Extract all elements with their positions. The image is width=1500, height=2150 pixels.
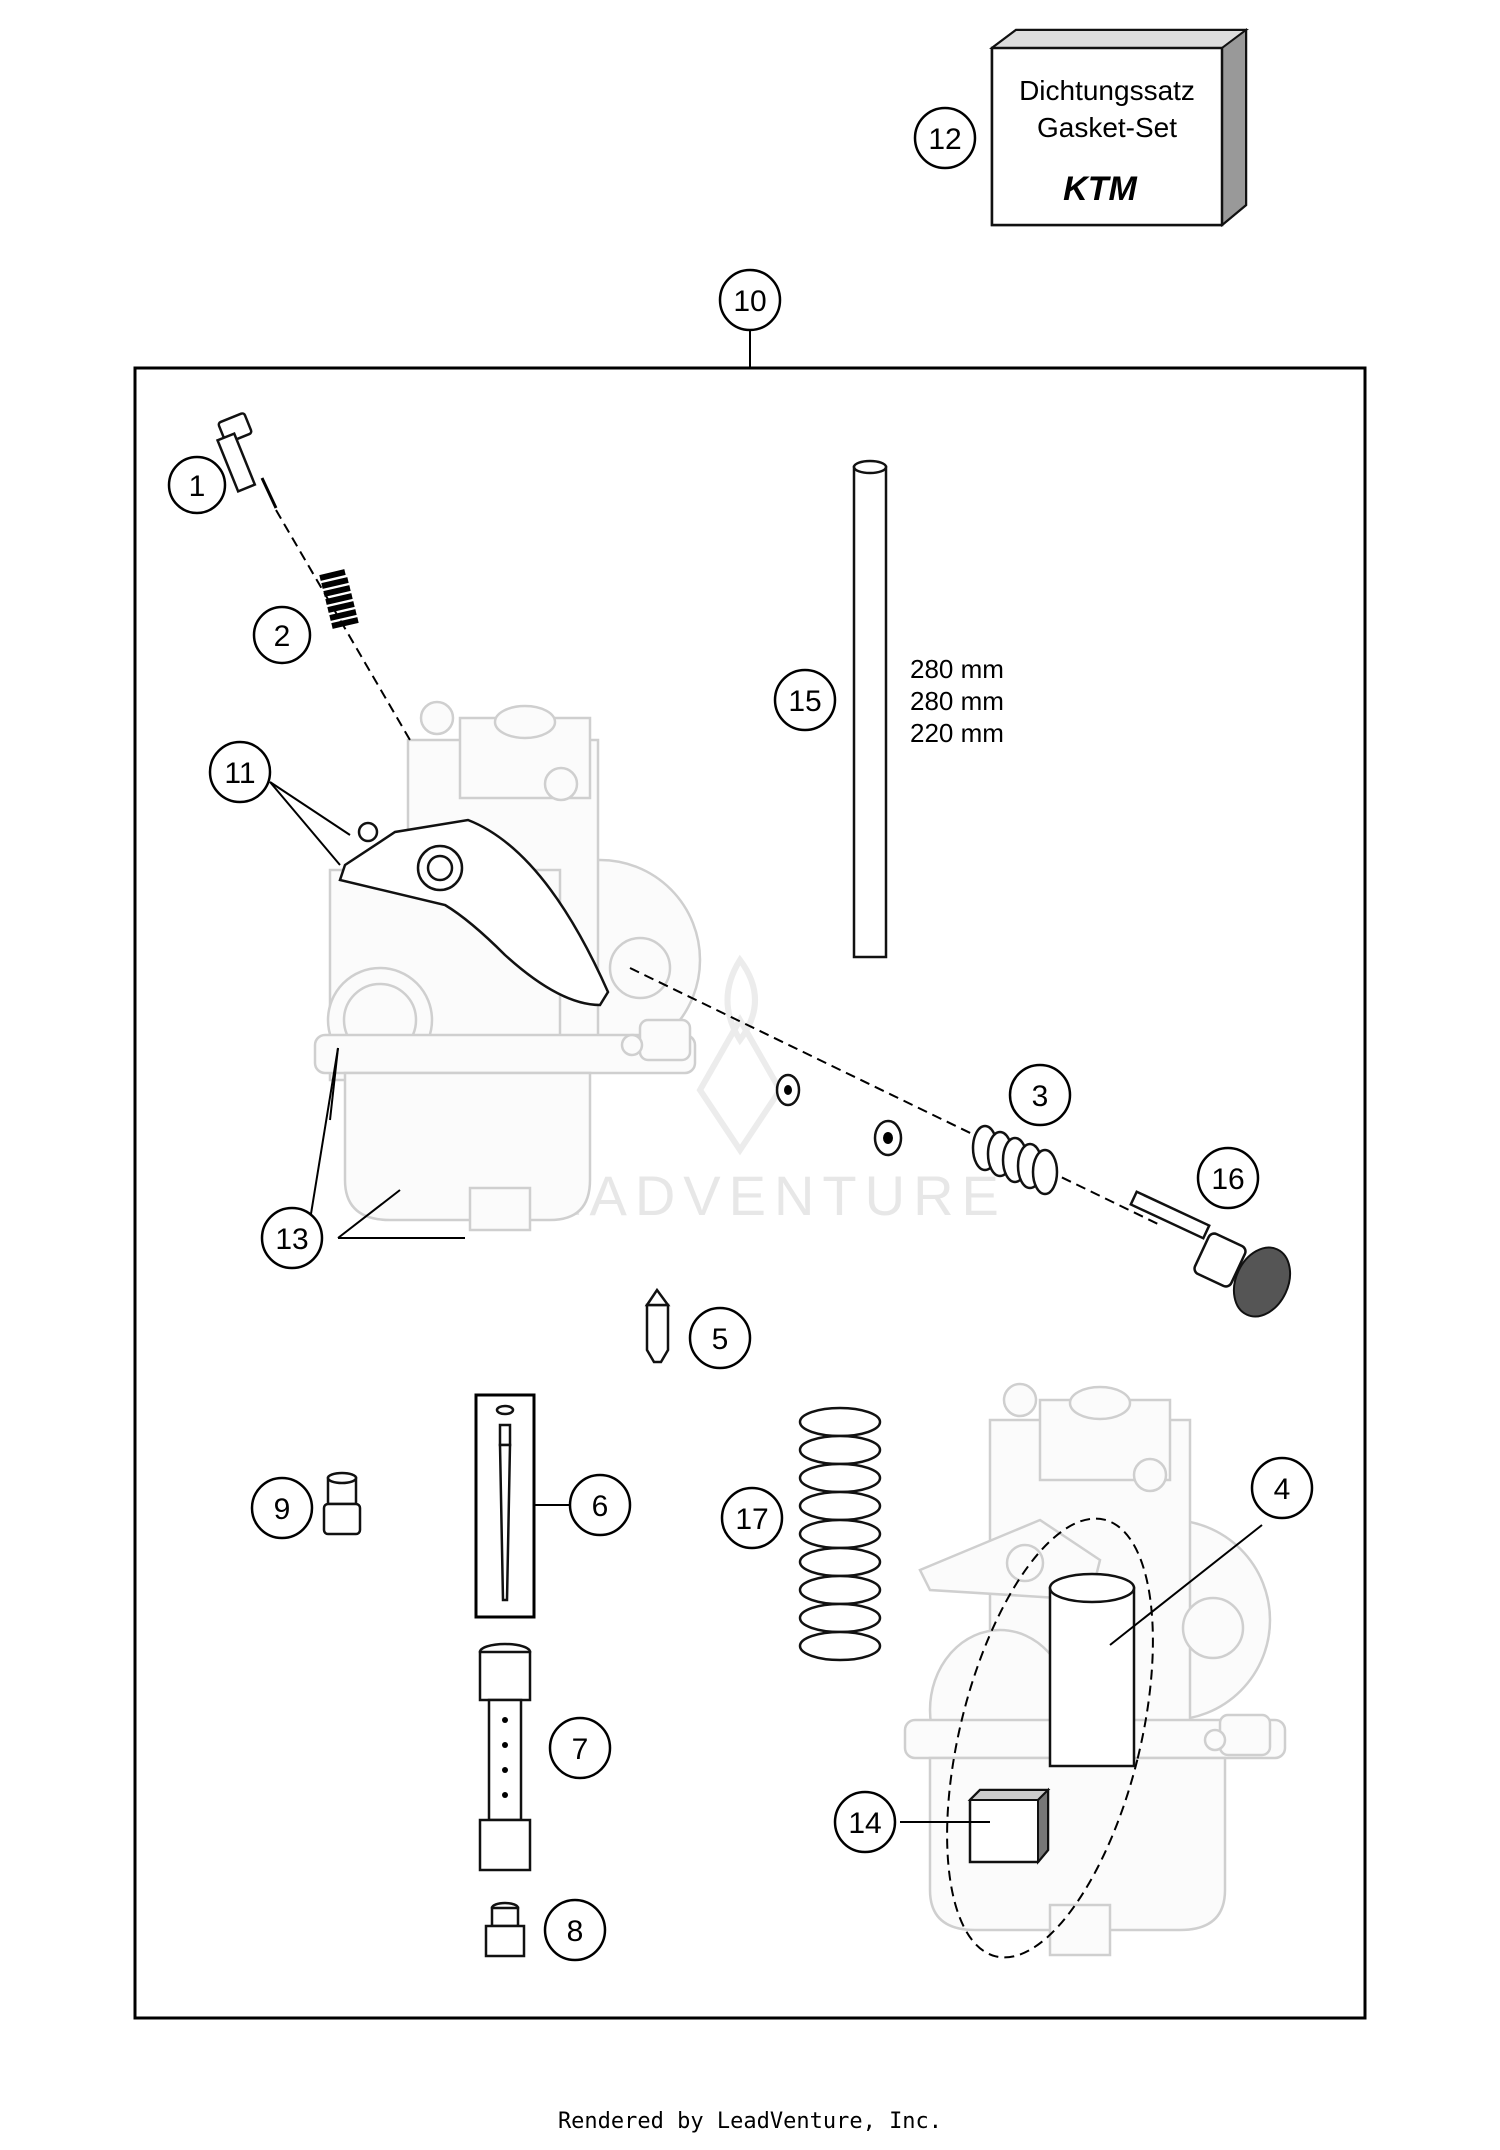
throttle-lever — [338, 818, 610, 1007]
callout-1: 1 — [167, 455, 227, 515]
idle-screw — [215, 412, 278, 509]
washer-1 — [775, 1073, 801, 1107]
callout-14: 14 — [833, 1790, 897, 1854]
callout-2: 2 — [252, 605, 312, 665]
gasket-set-label-en: Gasket-Set — [1037, 112, 1177, 143]
float-needle — [644, 1287, 671, 1364]
ktm-logo: KTM — [1063, 170, 1137, 208]
axis-line-1 — [275, 509, 411, 741]
callout-16: 16 — [1196, 1146, 1260, 1210]
hose-length-1: 280 mm — [910, 654, 1004, 684]
jet-needle-kit — [474, 1393, 536, 1619]
svg-text:13: 13 — [275, 1223, 308, 1256]
svg-text:11: 11 — [224, 757, 255, 790]
leader-11a — [269, 781, 351, 836]
hose-length-2: 280 mm — [910, 686, 1004, 716]
footer-credit: Rendered by LeadVenture, Inc. — [558, 2109, 942, 2134]
main-jet — [484, 1901, 526, 1958]
leader-4 — [1109, 1524, 1263, 1646]
slide-assembly-outline — [946, 1517, 1154, 1959]
callout-3: 3 — [1008, 1063, 1072, 1127]
hose-length-3: 220 mm — [910, 718, 1004, 748]
needle-jet — [478, 1642, 532, 1872]
callout-7: 7 — [548, 1716, 612, 1780]
idle-screw-spring — [319, 569, 359, 629]
leader-13d — [337, 1189, 401, 1239]
svg-text:14: 14 — [848, 1807, 881, 1840]
svg-text:5: 5 — [712, 1323, 729, 1356]
callout-5: 5 — [688, 1306, 752, 1370]
callout-17: 17 — [720, 1486, 784, 1550]
svg-text:9: 9 — [274, 1493, 291, 1526]
axis-line-adjuster — [629, 967, 1161, 1226]
svg-text:12: 12 — [928, 123, 961, 156]
svg-text:15: 15 — [788, 685, 821, 718]
svg-text:6: 6 — [592, 1490, 609, 1523]
svg-text:16: 16 — [1211, 1163, 1244, 1196]
vent-hose — [852, 459, 888, 959]
callout-12: 12 — [913, 106, 977, 170]
adjuster-spring — [971, 1124, 1059, 1196]
callout-11: 11 — [208, 740, 272, 804]
callout-13: 13 — [260, 1206, 324, 1270]
gasket-set-box: Dichtungssatz Gasket-Set KTM — [989, 28, 1249, 228]
callout-15: 15 — [773, 668, 837, 732]
leader-13b — [309, 1047, 339, 1221]
adjuster-screw — [1129, 1190, 1292, 1318]
washer-2 — [873, 1119, 903, 1157]
throttle-slide — [1048, 1572, 1136, 1768]
callout-8: 8 — [543, 1898, 607, 1962]
svg-text:10: 10 — [733, 285, 766, 318]
svg-text:2: 2 — [274, 620, 291, 653]
callout-4: 4 — [1250, 1456, 1314, 1520]
svg-text:17: 17 — [735, 1503, 768, 1536]
svg-text:4: 4 — [1274, 1473, 1291, 1506]
leader-11b — [269, 781, 341, 866]
slide-plate — [967, 1787, 1051, 1865]
svg-text:1: 1 — [189, 470, 206, 503]
svg-text:7: 7 — [572, 1733, 589, 1766]
svg-text:3: 3 — [1032, 1080, 1049, 1113]
callout-9: 9 — [250, 1476, 314, 1540]
callout-10: 10 — [718, 268, 782, 332]
gasket-set-label-de: Dichtungssatz — [1019, 75, 1195, 106]
pilot-jet — [322, 1471, 362, 1536]
callout-6: 6 — [568, 1473, 632, 1537]
svg-text:8: 8 — [567, 1915, 584, 1948]
carburetor-ghost-upper — [313, 700, 702, 1232]
slide-spring — [798, 1406, 882, 1662]
